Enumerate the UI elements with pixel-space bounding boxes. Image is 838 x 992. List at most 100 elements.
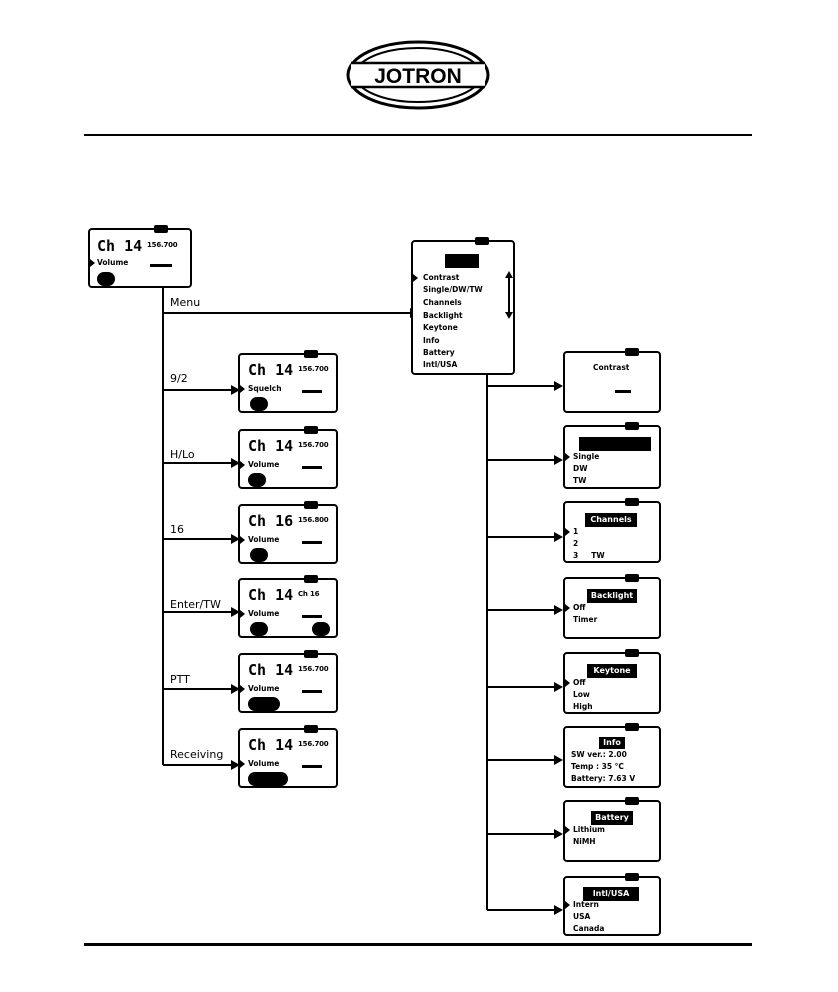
channel-display: Ch 14 — [248, 437, 294, 455]
frequency-display: Ch 16 — [298, 590, 320, 598]
key-screen-16: Ch 16 156.800 Volume — [238, 501, 338, 564]
submenu-title: Info — [599, 737, 625, 749]
edge-label-enter-tw: Enter/TW — [170, 598, 221, 611]
option-line: Off — [573, 678, 586, 687]
menu-item-channels: Channels — [423, 298, 462, 307]
submenu-title — [579, 437, 651, 451]
battery-icon — [625, 873, 639, 881]
setting-label: Volume — [248, 535, 280, 544]
edge-label-92: 9/2 — [170, 372, 188, 385]
channel-display: Ch 14 — [248, 736, 294, 754]
channel-display: Ch 14 — [248, 661, 294, 679]
info-line: Battery: 7.63 V — [571, 774, 636, 783]
level-bar — [302, 690, 322, 693]
submenu-title: Battery — [591, 811, 633, 825]
softkey-left-icon — [250, 622, 268, 636]
submenu-info: Info SW ver.: 2.00 Temp : 35 °C Battery:… — [563, 723, 661, 788]
contrast-level-bar — [615, 390, 631, 393]
selector-arrow-icon — [90, 259, 95, 267]
submenu-title: Backlight — [587, 589, 637, 603]
option-line: 3 TW — [573, 551, 605, 560]
jotron-logo: JOTRON — [346, 40, 490, 110]
selector-arrow-icon — [565, 901, 570, 909]
edge-label-16: 16 — [170, 523, 184, 536]
selector-arrow-icon — [240, 685, 245, 693]
option-line: 1 — [573, 527, 579, 536]
menu-item-intl-usa: Intl/USA — [423, 360, 458, 369]
edge-label-receiving: Receiving — [170, 748, 224, 761]
battery-icon — [304, 725, 318, 733]
level-bar — [302, 390, 322, 393]
battery-icon — [625, 797, 639, 805]
menu-item-contrast: Contrast — [423, 273, 460, 282]
bottom-rule — [84, 943, 752, 946]
battery-icon — [304, 575, 318, 583]
menu-screen: Contrast Single/DW/TW Channels Backlight… — [411, 237, 515, 375]
submenu-title: Intl/USA — [583, 887, 639, 901]
setting-label: Volume — [97, 258, 129, 267]
selector-arrow-icon — [565, 604, 570, 612]
option-line: Low — [573, 690, 590, 699]
menu-header — [445, 254, 479, 268]
edge-label-menu: Menu — [170, 296, 201, 309]
selector-arrow-icon — [565, 826, 570, 834]
submenu-channels: Channels 1 2 3 TW — [563, 498, 661, 563]
selector-arrow-icon — [240, 536, 245, 544]
selector-arrow-icon — [565, 679, 570, 687]
submenu-single-dw-tw: Single DW TW — [563, 422, 661, 489]
battery-icon — [475, 237, 489, 245]
key-screen-enter-tw: Ch 14 Ch 16 Volume — [238, 575, 338, 638]
frequency-display: 156.800 — [298, 516, 329, 524]
menu-item-info: Info — [423, 336, 440, 345]
softkey-right-icon — [312, 622, 330, 636]
setting-label: Volume — [248, 460, 280, 469]
edge-label-hlo: H/Lo — [170, 448, 195, 461]
selector-arrow-icon — [240, 760, 245, 768]
menu-item-backlight: Backlight — [423, 311, 463, 320]
softkey-icon — [248, 473, 266, 487]
battery-icon — [154, 225, 168, 233]
softkey-icon — [250, 397, 268, 411]
setting-label: Volume — [248, 759, 280, 768]
menu-item-battery: Battery — [423, 348, 455, 357]
option-line: High — [573, 702, 593, 711]
submenu-battery: Battery Lithium NiMH — [563, 797, 661, 862]
frequency-display: 156.700 — [147, 241, 178, 249]
frequency-display: 156.700 — [298, 740, 329, 748]
submenu-title: Channels — [585, 513, 637, 527]
option-line: USA — [573, 912, 591, 921]
option-line: DW — [573, 464, 588, 473]
selector-arrow-icon — [240, 385, 245, 393]
top-rule — [84, 134, 752, 136]
channel-display: Ch 14 — [97, 237, 143, 255]
battery-icon — [625, 649, 639, 657]
level-bar — [150, 264, 172, 267]
setting-label: Volume — [248, 609, 280, 618]
selector-arrow-icon — [240, 461, 245, 469]
channel-display: Ch 16 — [248, 512, 294, 530]
option-line: Canada — [573, 924, 605, 933]
submenu-title: Contrast — [593, 363, 630, 372]
key-screen-hlo: Ch 14 156.700 Volume — [238, 426, 338, 489]
submenu-backlight: Backlight Off Timer — [563, 574, 661, 639]
option-line: Off — [573, 603, 586, 612]
edge-label-ptt: PTT — [170, 673, 190, 686]
key-screen-squelch: Ch 14 156.700 Squelch — [238, 350, 338, 413]
submenu-intl-usa: Intl/USA Intern USA Canada — [563, 873, 661, 936]
submenu-title: Keytone — [587, 664, 637, 678]
option-line: Timer — [573, 615, 598, 624]
info-line: Temp : 35 °C — [571, 762, 624, 771]
battery-icon — [304, 501, 318, 509]
menu-item-keytone: Keytone — [423, 323, 458, 332]
selector-arrow-icon — [413, 274, 418, 282]
level-bar — [302, 541, 322, 544]
channel-display: Ch 14 — [248, 361, 294, 379]
submenu-contrast: Contrast — [563, 348, 661, 413]
selector-arrow-icon — [565, 453, 570, 461]
menu-item-single-dw-tw: Single/DW/TW — [423, 285, 483, 294]
option-line: NiMH — [573, 837, 596, 846]
battery-icon — [625, 348, 639, 356]
softkey-icon — [250, 548, 268, 562]
softkey-icon — [97, 272, 115, 286]
submenu-keytone: Keytone Off Low High — [563, 649, 661, 714]
